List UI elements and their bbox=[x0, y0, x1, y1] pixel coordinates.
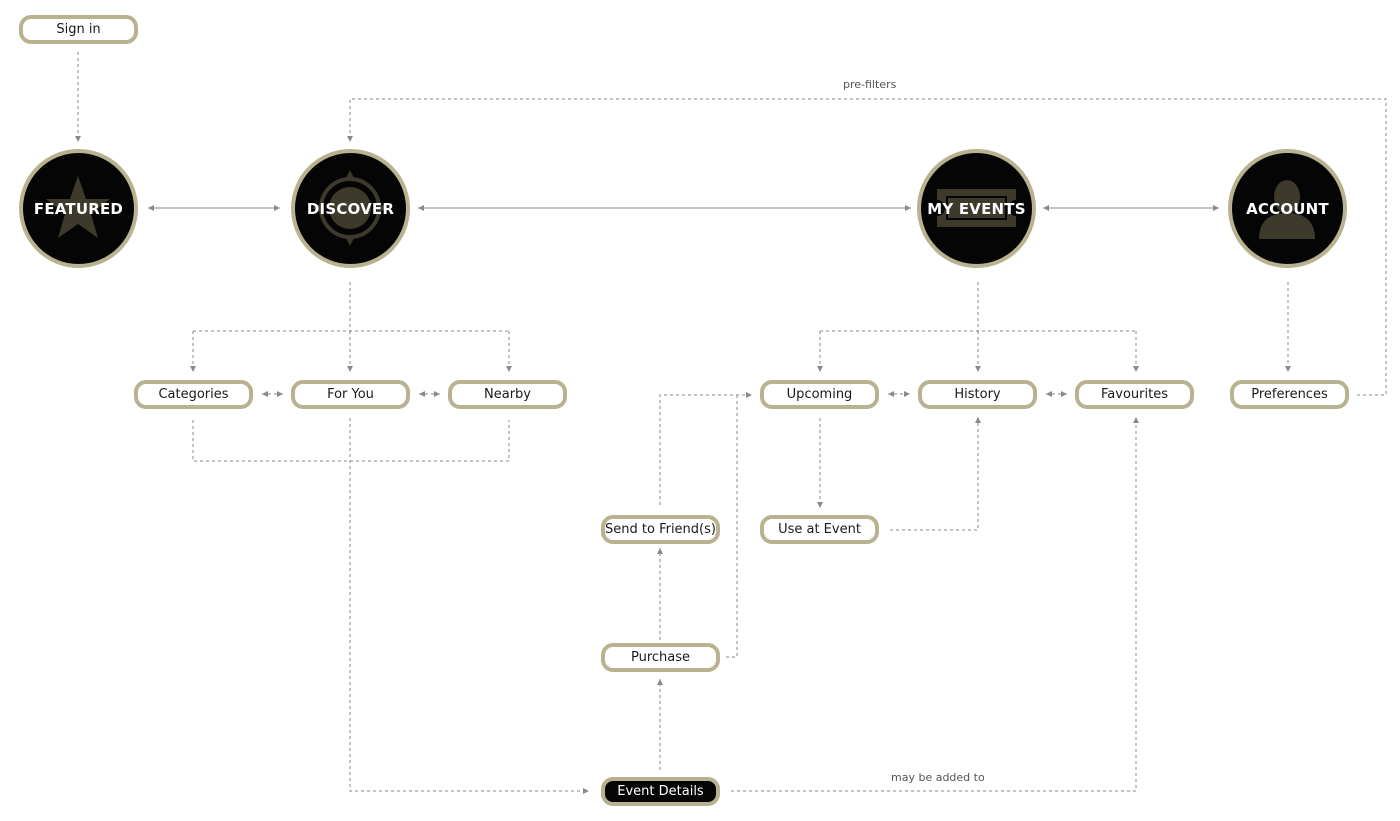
edge-preferences-discover bbox=[347, 98, 1387, 396]
edge-label-may-be-added-to: may be added to bbox=[891, 771, 985, 784]
node-sign-in[interactable]: Sign in bbox=[19, 15, 138, 44]
edge-sendtofriends-upcoming bbox=[659, 392, 752, 505]
hub-discover-label: DISCOVER bbox=[306, 199, 395, 218]
node-for-you[interactable]: For You bbox=[291, 380, 410, 409]
node-favourites[interactable]: Favourites bbox=[1075, 380, 1194, 409]
hub-discover[interactable]: DISCOVER bbox=[291, 149, 410, 268]
node-upcoming[interactable]: Upcoming bbox=[760, 380, 879, 409]
hub-my-events-label: MY EVENTS bbox=[927, 199, 1026, 218]
node-send-to-friends[interactable]: Send to Friend(s) bbox=[601, 515, 720, 544]
hub-featured-label: FEATURED bbox=[33, 199, 124, 218]
hub-my-events[interactable]: MY EVENTS bbox=[917, 149, 1036, 268]
node-history[interactable]: History bbox=[918, 380, 1037, 409]
edge-discover-bracket bbox=[192, 420, 510, 462]
node-purchase[interactable]: Purchase bbox=[601, 643, 720, 672]
edge-purchase-upcoming bbox=[726, 395, 738, 658]
edge-label-pre-filters: pre-filters bbox=[843, 78, 897, 91]
hub-featured[interactable]: FEATURED bbox=[19, 149, 138, 268]
ticket-icon bbox=[937, 189, 1016, 227]
node-categories[interactable]: Categories bbox=[134, 380, 253, 409]
compass-icon bbox=[312, 170, 388, 246]
hub-account-label: ACCOUNT bbox=[1246, 199, 1329, 218]
node-use-at-event[interactable]: Use at Event bbox=[760, 515, 879, 544]
node-nearby[interactable]: Nearby bbox=[448, 380, 567, 409]
person-icon bbox=[1259, 180, 1315, 239]
edge-eventdetails-favourites bbox=[731, 417, 1139, 792]
hub-account[interactable]: ACCOUNT bbox=[1228, 149, 1347, 268]
edge-useatevent-history bbox=[890, 417, 981, 531]
edge-foryou-eventdetails bbox=[349, 418, 589, 794]
node-preferences[interactable]: Preferences bbox=[1230, 380, 1349, 409]
node-event-details[interactable]: Event Details bbox=[601, 777, 720, 806]
star-icon bbox=[46, 176, 110, 238]
